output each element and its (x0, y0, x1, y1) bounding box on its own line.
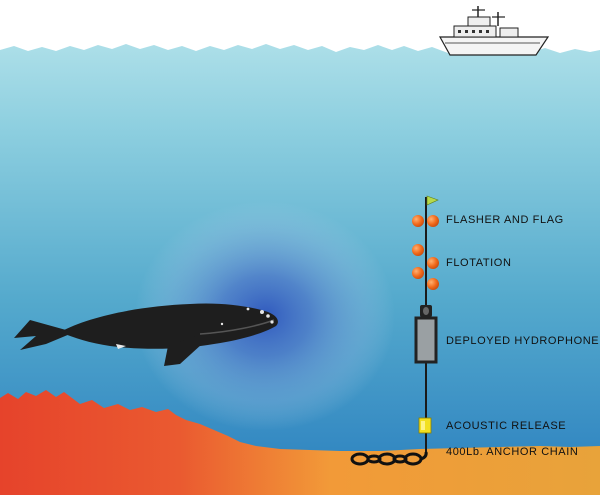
anchor-chain-icon (350, 451, 428, 466)
hydrophone-icon (414, 305, 438, 364)
seafloor (0, 390, 600, 495)
flasher-buoys (412, 215, 439, 227)
label-flasher-and-flag: FLASHER AND FLAG (446, 214, 564, 226)
label-deployed-hydrophone: DEPLOYED HYDROPHONE (446, 335, 600, 347)
flag-icon (426, 195, 439, 206)
float-buoy-icon (412, 244, 439, 290)
whale-illustration (14, 303, 278, 366)
label-acoustic-release: ACOUSTIC RELEASE (446, 420, 567, 432)
acoustic-release-icon (418, 417, 432, 434)
label-flotation: FLOTATION (446, 257, 512, 269)
label-anchor-chain: 400Lb. ANCHOR CHAIN (446, 446, 579, 458)
ship-icon (438, 6, 550, 56)
